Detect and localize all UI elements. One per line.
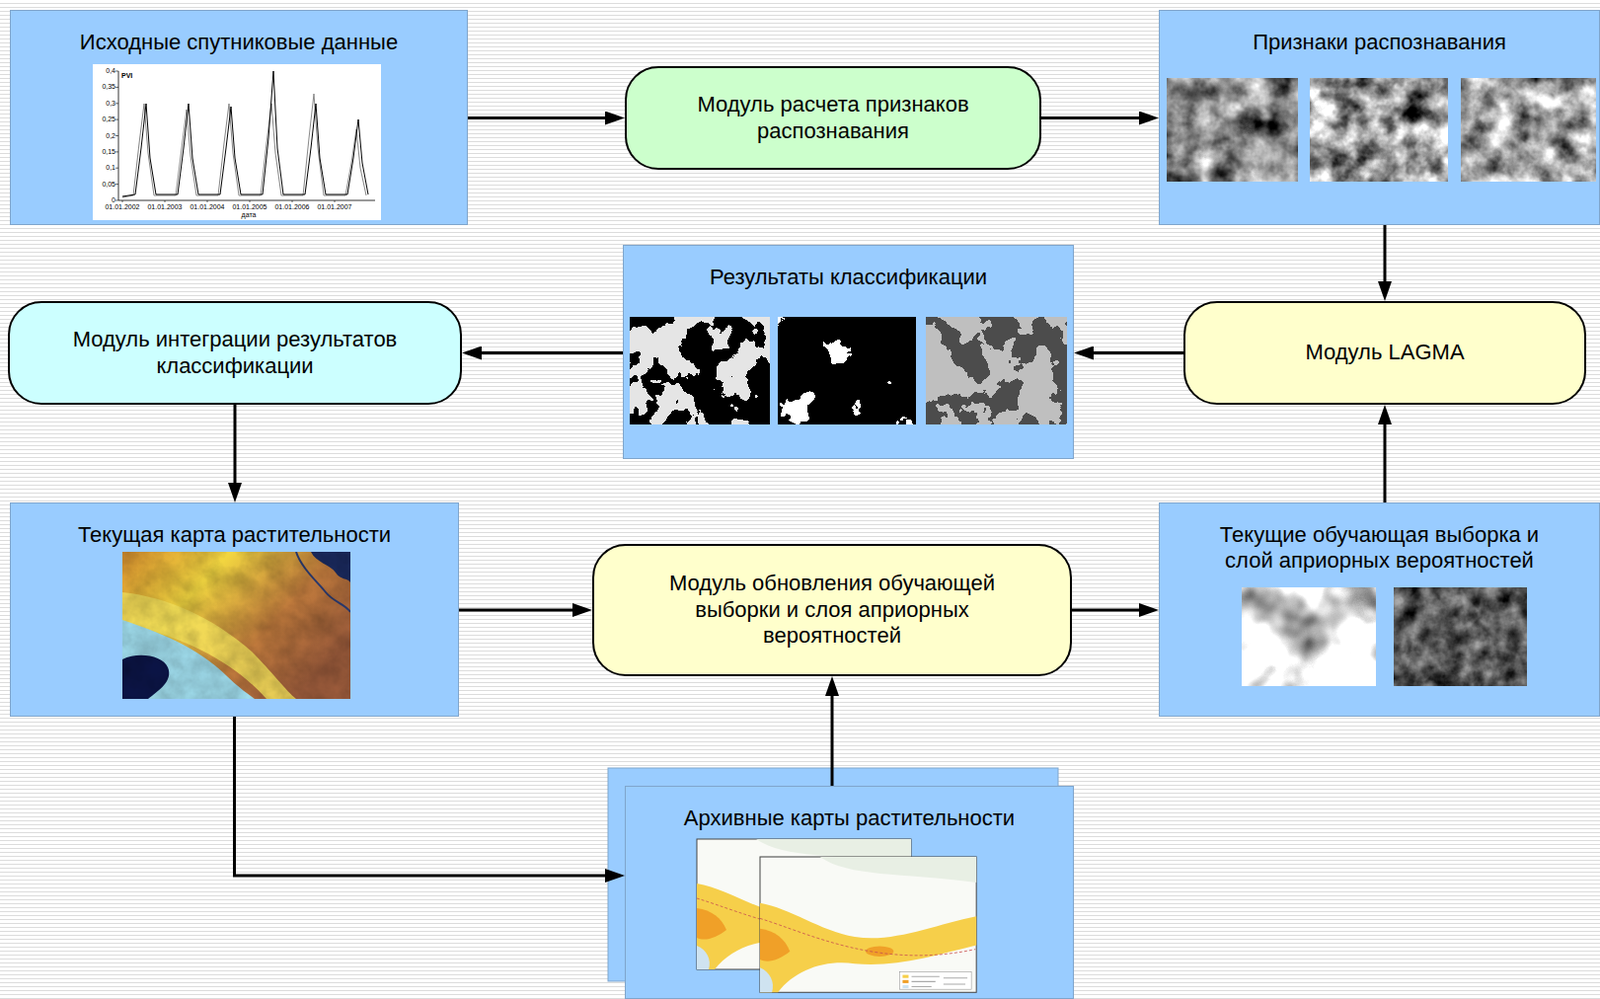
map-ground [122,551,351,699]
axis-label: 0,1 [105,163,116,172]
chart-ticks [115,71,335,203]
node-text: Результаты классификации [636,264,1062,291]
node-text: Модуль интеграции результатов классифика… [37,326,433,380]
chart-series [122,71,369,197]
map-legend [899,971,972,990]
archive-map [696,838,912,970]
axis-label: 0,35 [101,82,116,91]
flow-arrow [467,116,613,120]
map-water [122,655,169,699]
feature-image [1309,77,1448,182]
map-ground [760,856,977,992]
chart-axes [118,71,376,201]
node-text: Модуль обновления обучающей выборки и сл… [654,570,1010,649]
map-texture [122,551,351,699]
axis-label: 01.01.2003 [147,203,182,212]
chart-ground [92,64,381,221]
pvi-chart [92,64,381,221]
map-border [696,898,911,934]
map-zone [122,592,297,699]
flow-arrow [1071,609,1147,612]
data-panel: Результаты классификации [622,244,1074,459]
map-water [310,551,351,583]
map-zone [696,883,912,970]
classification-image [629,316,770,425]
data-panel: Исходные спутниковые данные [9,9,468,226]
module-box: Модуль LAGMA [1183,301,1587,405]
axis-label: 01.01.2006 [274,203,309,212]
feature-image [1460,77,1597,182]
node-text: Модуль расчета признаков распознавания [665,91,1001,145]
axis-label: 0,2 [105,132,116,141]
sample-images [1241,587,1527,686]
flow-arrow [1041,116,1147,120]
axis-label: дата [241,211,257,220]
sample-image [1241,587,1376,686]
flow-arrow [458,609,581,612]
module-box: Модуль расчета признаков распознавания [624,66,1042,170]
map-zone [801,924,830,935]
axis-label: 0 [111,196,116,205]
chart-series [122,93,367,198]
map-zone [696,908,727,940]
flow-arrow [233,404,237,491]
node-text: Архивные карты растительности [637,805,1063,832]
classification-image [925,316,1067,425]
legend-sample [902,980,909,984]
map-border [760,917,976,955]
module-box: Модуль обновления обучающей выборки и сл… [592,543,1072,677]
map-water [696,945,710,970]
axis-label: 0,15 [101,148,116,156]
legend-lines [912,976,969,987]
map-zone [820,856,978,883]
axis-title: PVI [121,72,133,80]
flow-arrow [1085,351,1184,355]
axis-label: 0,3 [105,99,116,108]
classification-images [629,316,1067,425]
classification-image [777,316,916,425]
node-text: Исходные спутниковые данные [21,29,457,56]
axis-label: 01.01.2004 [189,203,225,212]
map-river [296,551,351,612]
data-panel: Текущая карта растительности [9,502,459,717]
flow-arrow [1383,416,1387,503]
node-text: Модуль LAGMA [1304,339,1464,366]
prior-image [1393,587,1527,686]
legend-sample [902,975,909,979]
map-zone [760,903,977,992]
module-box: Модуль интеграции результатов классифика… [7,301,462,405]
archive-map [760,856,977,992]
flow-arrow [234,716,614,876]
map-water [760,967,773,992]
axis-label: 01.01.2007 [316,203,352,212]
data-panel: Текущие обучающая выборка и слой априорн… [1158,502,1600,717]
node-text: Текущая карта растительности [22,522,448,548]
flow-arrow [1383,225,1387,290]
map-zone [865,945,894,956]
node-text: Текущие обучающая выборка и слой априорн… [1212,522,1548,575]
legend-box [899,971,972,990]
data-panel: Признаки распознавания [1158,9,1600,226]
vegetation-map [122,551,351,699]
axis-label: 01.01.2002 [104,203,140,212]
axis-label: 01.01.2005 [231,203,267,212]
axis-label: 0,05 [101,180,116,189]
feature-images [1166,77,1597,182]
map-zone [756,838,912,864]
data-panel: Архивные карты растительности [624,785,1074,999]
flow-arrow [473,351,623,355]
node-text: Признаки распознавания [1172,29,1588,56]
legend-sample [902,985,909,989]
feature-image [1166,77,1298,182]
map-ground [696,838,912,970]
axis-label: 0,4 [105,67,116,76]
map-zone [122,619,255,699]
flow-arrow [831,687,835,786]
map-zone [760,928,790,962]
axis-label: 0,25 [101,115,116,124]
